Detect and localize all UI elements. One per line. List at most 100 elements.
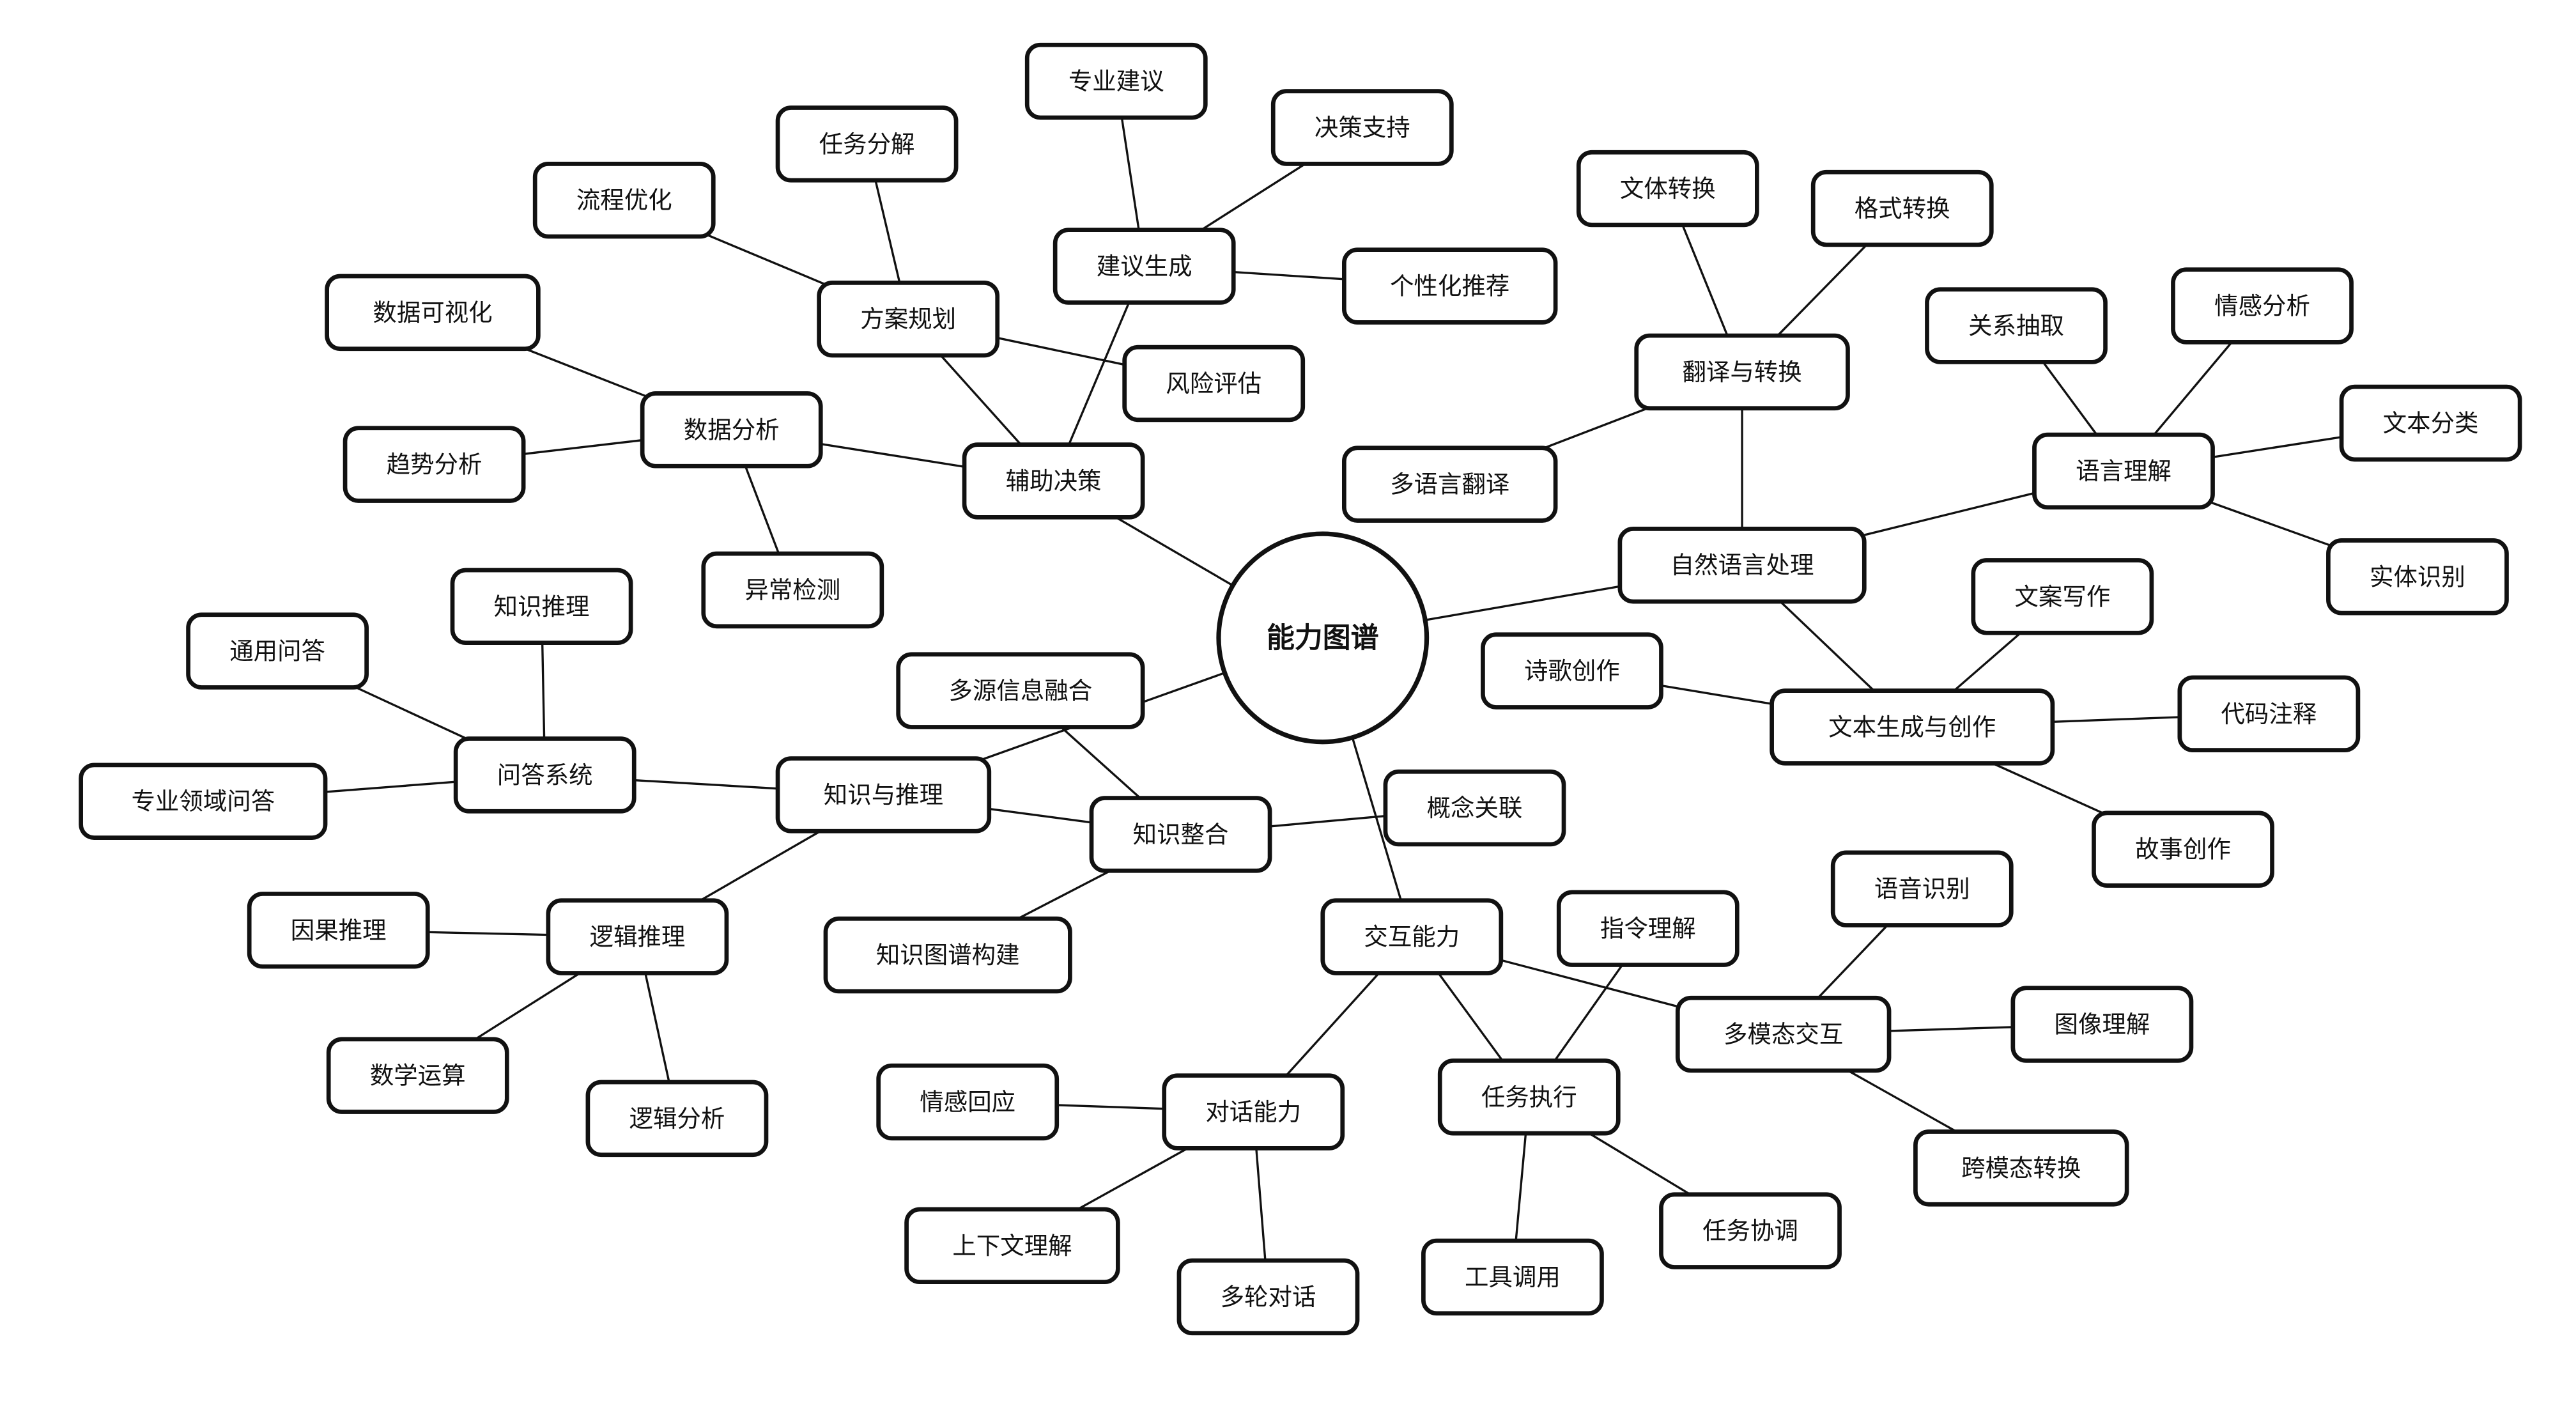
node-dmtjh[interactable]: 多模态交互 xyxy=(1675,995,1892,1073)
node-qsfx[interactable]: 趋势分析 xyxy=(343,426,526,503)
node-box xyxy=(1675,995,1892,1073)
node-box xyxy=(247,892,430,969)
node-rwfj[interactable]: 任务分解 xyxy=(775,105,959,183)
node-label: 任务协调 xyxy=(1702,1217,1798,1245)
node-label: 情感分析 xyxy=(2214,292,2310,320)
node-label: 风险评估 xyxy=(1166,369,1261,398)
node-zszh[interactable]: 知识整合 xyxy=(1089,796,1272,873)
node-gjdy[interactable]: 工具调用 xyxy=(1421,1238,1604,1316)
node-label: 代码注释 xyxy=(2221,700,2317,728)
node-box xyxy=(1162,1073,1345,1151)
node-zylywd[interactable]: 专业领域问答 xyxy=(79,763,328,840)
node-ygtl[interactable]: 因果推理 xyxy=(247,892,430,969)
node-qgfx[interactable]: 情感分析 xyxy=(2171,267,2354,345)
node-box xyxy=(532,161,716,239)
node-rwzx[interactable]: 任务执行 xyxy=(1437,1058,1621,1136)
node-gxcq[interactable]: 关系抽取 xyxy=(1925,287,2108,364)
node-sxys[interactable]: 数学运算 xyxy=(326,1037,509,1114)
node-label: 通用问答 xyxy=(229,637,325,665)
node-label: 决策支持 xyxy=(1315,113,1410,141)
node-box xyxy=(325,274,541,352)
node-box xyxy=(1024,42,1208,120)
node-gngl[interactable]: 概念关联 xyxy=(1383,769,1566,847)
node-label: 方案规划 xyxy=(860,305,956,333)
node-label: 异常检测 xyxy=(744,576,840,604)
node-label: 实体识别 xyxy=(2370,562,2465,591)
node-label: 交互能力 xyxy=(1364,923,1460,951)
node-txlj[interactable]: 图像理解 xyxy=(2010,986,2194,1063)
node-label: 知识推理 xyxy=(494,593,590,621)
node-nlp[interactable]: 自然语言处理 xyxy=(1617,527,1867,604)
node-gszh[interactable]: 格式转换 xyxy=(1810,169,1994,247)
node-zyjy[interactable]: 专业建议 xyxy=(1024,42,1208,120)
node-box xyxy=(2092,810,2274,888)
node-sjksh[interactable]: 数据可视化 xyxy=(325,274,541,352)
node-label: 文案写作 xyxy=(2014,582,2110,610)
node-label: 故事创作 xyxy=(2135,835,2231,864)
node-label: 关系抽取 xyxy=(1968,312,2064,340)
node-label: 翻译与转换 xyxy=(1682,358,1801,386)
node-zstpgj[interactable]: 知识图谱构建 xyxy=(823,916,1072,994)
node-label: 个性化推荐 xyxy=(1390,272,1509,300)
node-label: 数学运算 xyxy=(370,1062,466,1090)
node-box xyxy=(1770,688,2055,766)
node-box xyxy=(1320,898,1504,975)
node-box xyxy=(876,1063,1060,1141)
node-box xyxy=(962,442,1145,520)
node-ljfx[interactable]: 逻辑分析 xyxy=(585,1080,769,1158)
node-waxz[interactable]: 文案写作 xyxy=(1971,558,2154,635)
node-box xyxy=(1383,769,1566,847)
node-wtzh[interactable]: 文体转换 xyxy=(1576,150,1759,228)
node-fagh[interactable]: 方案规划 xyxy=(817,281,1000,358)
node-fzjc[interactable]: 辅助决策 xyxy=(962,442,1145,520)
node-yysb[interactable]: 语音识别 xyxy=(1830,850,2014,927)
node-ljtl[interactable]: 逻辑推理 xyxy=(546,898,729,975)
node-box xyxy=(1971,558,2154,635)
node-wdxt[interactable]: 问答系统 xyxy=(453,736,636,814)
node-box xyxy=(2171,267,2354,345)
node-lcyh[interactable]: 流程优化 xyxy=(532,161,716,239)
node-fyzh[interactable]: 翻译与转换 xyxy=(1634,333,1850,411)
node-jhnl[interactable]: 交互能力 xyxy=(1320,898,1504,975)
node-dmzs[interactable]: 代码注释 xyxy=(2177,675,2361,752)
node-label: 语言理解 xyxy=(2076,457,2171,485)
node-label: 文本分类 xyxy=(2383,409,2479,437)
node-dhnl[interactable]: 对话能力 xyxy=(1162,1073,1345,1151)
node-kmtzh[interactable]: 跨模态转换 xyxy=(1913,1129,2129,1207)
node-box xyxy=(904,1207,1120,1285)
node-box xyxy=(1659,1192,1842,1269)
node-label: 对话能力 xyxy=(1205,1098,1301,1126)
node-sxwlj[interactable]: 上下文理解 xyxy=(904,1207,1120,1285)
center-node[interactable]: 能力图谱 xyxy=(1216,531,1430,745)
node-zllj[interactable]: 指令理解 xyxy=(1556,890,1739,967)
node-zsyl[interactable]: 知识与推理 xyxy=(775,756,992,833)
node-label: 多源信息融合 xyxy=(949,677,1093,705)
node-dyxxrh[interactable]: 多源信息融合 xyxy=(896,652,1145,729)
node-box xyxy=(1122,345,1306,422)
node-gscz[interactable]: 故事创作 xyxy=(2092,810,2274,888)
node-box xyxy=(1617,527,1867,604)
node-rwxt[interactable]: 任务协调 xyxy=(1659,1192,1842,1269)
node-wbfl[interactable]: 文本分类 xyxy=(2339,384,2522,462)
node-box xyxy=(640,391,823,469)
node-dyyfy[interactable]: 多语言翻译 xyxy=(1341,446,1558,523)
node-sgcz[interactable]: 诗歌创作 xyxy=(1481,632,1663,709)
node-label: 图像理解 xyxy=(2054,1011,2150,1039)
node-box xyxy=(2177,675,2361,752)
node-qghy[interactable]: 情感回应 xyxy=(876,1063,1060,1141)
node-fxpg[interactable]: 风险评估 xyxy=(1122,345,1306,422)
node-label: 问答系统 xyxy=(497,761,593,789)
node-tywd[interactable]: 通用问答 xyxy=(186,612,369,690)
node-dldh[interactable]: 多轮对话 xyxy=(1176,1258,1360,1336)
node-label: 任务执行 xyxy=(1481,1083,1577,1111)
node-jczc[interactable]: 决策支持 xyxy=(1270,89,1454,166)
node-yylj[interactable]: 语言理解 xyxy=(2032,432,2215,510)
node-ycjc[interactable]: 异常检测 xyxy=(701,551,884,629)
node-zstl[interactable]: 知识推理 xyxy=(450,568,633,646)
node-sjfx[interactable]: 数据分析 xyxy=(640,391,823,469)
node-wbsc[interactable]: 文本生成与创作 xyxy=(1770,688,2055,766)
node-stsb[interactable]: 实体识别 xyxy=(2326,538,2509,616)
node-gxhtj[interactable]: 个性化推荐 xyxy=(1341,247,1558,325)
node-jysc[interactable]: 建议生成 xyxy=(1053,228,1236,305)
